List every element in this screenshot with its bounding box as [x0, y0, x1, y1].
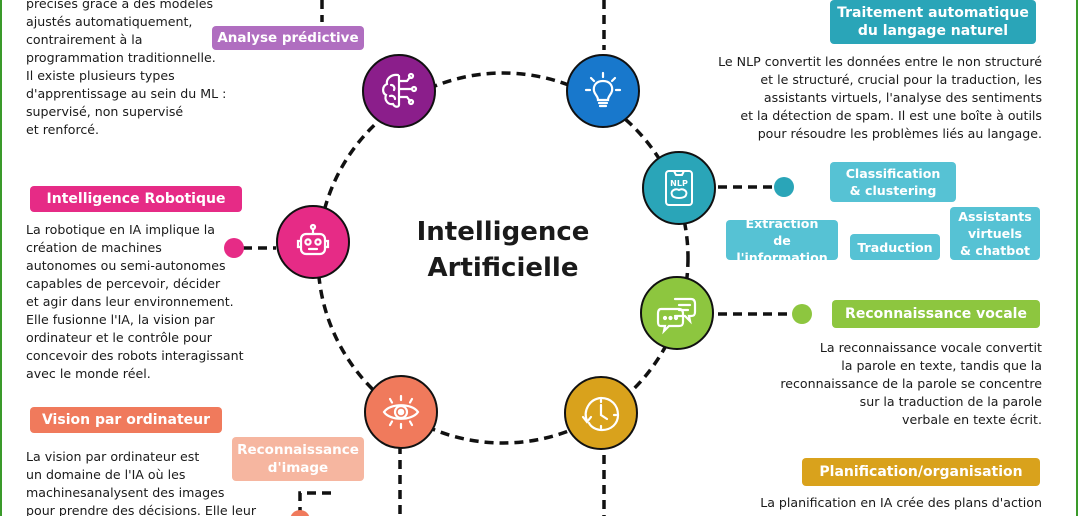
ml-node	[362, 54, 436, 128]
robotics-description: La robotique en IA implique la création …	[26, 222, 244, 381]
planning-title: Planification/organisation	[802, 458, 1040, 486]
connector-image-recognition	[298, 491, 333, 516]
voice-description: La reconnaissance vocale convertit la pa…	[780, 340, 1042, 427]
robotics-node	[276, 205, 350, 279]
chip-classification: Classification & clustering	[830, 162, 956, 202]
brain-circuit-icon	[382, 72, 418, 108]
central-title: Intelligence Artificielle	[416, 217, 590, 283]
planning-node	[564, 376, 638, 450]
vision-node	[364, 375, 438, 449]
nlp-icon-text: NLP	[670, 179, 688, 188]
speech-bubbles-icon	[656, 297, 697, 335]
planning-description: La planification en IA crée des plans d'…	[760, 495, 1042, 510]
vision-description: La vision par ordinateur est un domaine …	[26, 449, 257, 516]
vision-title: Vision par ordinateur	[30, 407, 222, 433]
voice-node	[640, 276, 714, 350]
idea-node	[566, 54, 640, 128]
vision-dot	[290, 510, 310, 516]
robotics-title: Intelligence Robotique	[30, 186, 242, 212]
nlp-title: Traitement automatique du langage nature…	[830, 0, 1036, 44]
predictive-analysis-label: Analyse prédictive	[212, 26, 364, 50]
eye-icon	[382, 394, 420, 430]
voice-dot	[792, 304, 812, 324]
chip-assistants: Assistants virtuels & chatbot	[950, 207, 1040, 260]
ml-description: précises grâce à des modèles ajustés aut…	[26, 0, 227, 137]
lightbulb-icon	[584, 71, 622, 108]
central-ring	[316, 71, 690, 445]
nlp-node: NLP	[642, 151, 716, 225]
robotics-dot	[224, 238, 244, 258]
chip-translation: Traduction	[850, 234, 940, 260]
nlp-dot	[774, 177, 794, 197]
image-recognition-label: Reconnaissance d'image	[232, 437, 364, 481]
nlp-description: Le NLP convertit les données entre le no…	[718, 54, 1042, 141]
chip-extraction: Extraction de l'information	[726, 216, 838, 265]
robot-icon	[296, 223, 330, 256]
voice-title: Reconnaissance vocale	[832, 300, 1040, 328]
nlp-tablet-icon: NLP	[665, 170, 693, 206]
clock-icon	[581, 396, 620, 432]
